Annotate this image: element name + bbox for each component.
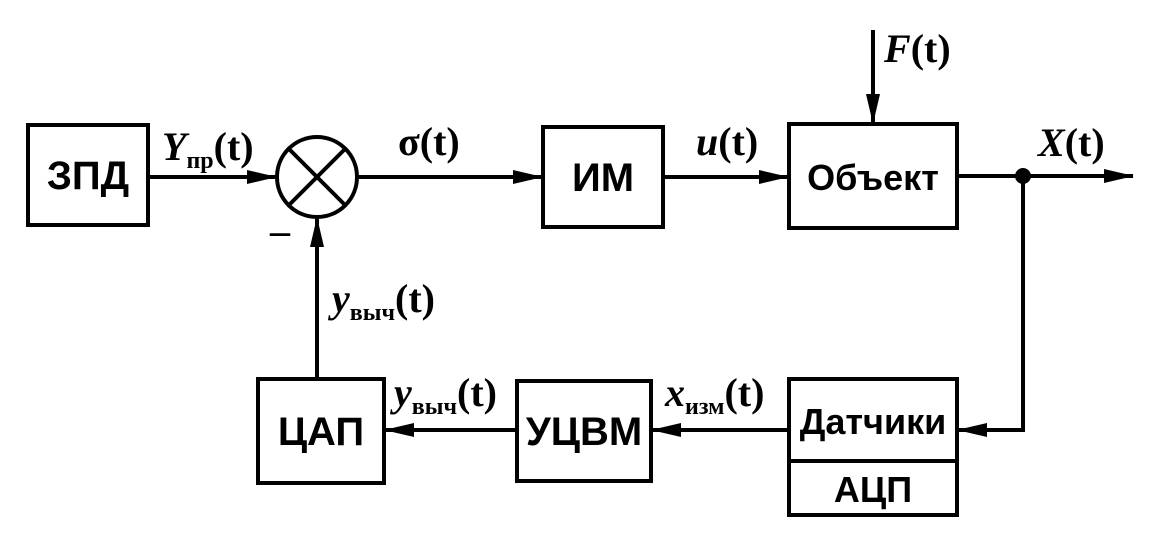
block-adc-label: АЦП (834, 469, 912, 510)
block-dac-label: ЦАП (278, 410, 364, 454)
minus-sign: – (269, 208, 291, 253)
summing-cross-line-2 (287, 147, 347, 207)
block-im-label: ИМ (572, 156, 634, 200)
arrow-feedback-to-sensors (957, 176, 1025, 437)
block-ucvm: УЦВМ (515, 379, 653, 483)
block-dac: ЦАП (256, 377, 386, 485)
summing-junction (275, 135, 359, 219)
signal-f: F(t) (883, 26, 951, 71)
signal-x: X(t) (1036, 120, 1105, 165)
signal-x-izm: xизм(t) (664, 370, 764, 420)
signal-y-vych-bottom: yвыч(t) (390, 370, 497, 420)
block-zpd-label: ЗПД (47, 154, 129, 198)
signal-y-pr: Yпр(t) (162, 124, 254, 174)
block-object-label: Объект (807, 157, 939, 198)
block-object: Объект (787, 122, 959, 230)
block-im: ИМ (541, 125, 665, 229)
block-ucvm-label: УЦВМ (526, 410, 642, 454)
signal-y-vych-feedback: yвыч(t) (328, 276, 435, 326)
block-zpd: ЗПД (26, 123, 150, 227)
signal-sigma: σ(t) (398, 119, 460, 164)
block-sensors-label: Датчики (800, 401, 946, 442)
signal-u: u(t) (696, 119, 758, 164)
block-sensors-adc: Датчики АЦП (787, 377, 959, 517)
